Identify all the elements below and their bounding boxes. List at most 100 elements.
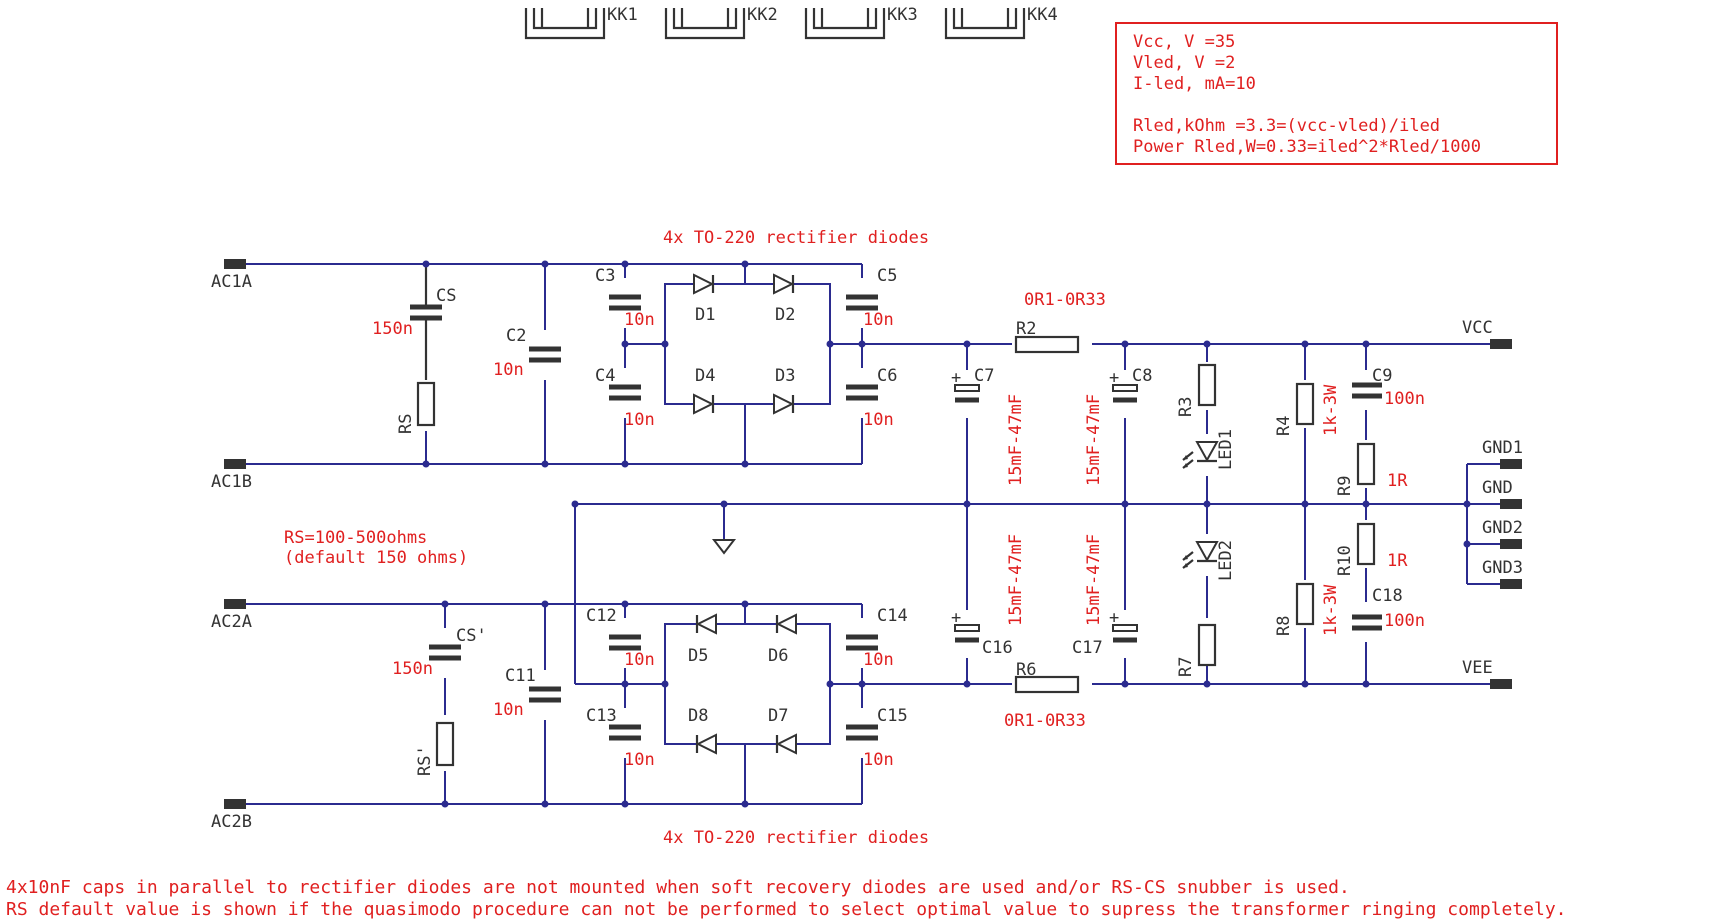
title-top-bridge: 4x TO-220 rectifier diodes <box>663 228 929 248</box>
capacitor-c11 <box>529 686 561 703</box>
label-r8: R8 <box>1274 616 1294 636</box>
label-led2: LED2 <box>1216 540 1236 581</box>
resistor-r7 <box>1197 623 1217 667</box>
label-cs-prime: CS' <box>456 626 487 646</box>
value-c18: 100n <box>1384 611 1425 631</box>
led-led2 <box>1182 541 1219 569</box>
label-kk1: KK1 <box>607 5 638 25</box>
param-line-3: I-led, mA=10 <box>1133 74 1256 94</box>
label-c16: C16 <box>982 638 1013 658</box>
note-rs-default: (default 150 ohms) <box>284 548 468 568</box>
value-r4: 1k-3W <box>1321 384 1341 436</box>
electrolytic-capacitor-c7: + <box>951 368 980 403</box>
connector-vcc: VCC <box>1462 318 1493 338</box>
label-r2: R2 <box>1016 319 1036 339</box>
connector-vee: VEE <box>1462 658 1493 678</box>
label-d2: D2 <box>775 305 795 325</box>
parameter-box <box>1115 22 1558 165</box>
junction-dots <box>422 260 1471 808</box>
resistor-r2 <box>1014 335 1080 354</box>
svg-text:+: + <box>951 608 961 628</box>
label-d7: D7 <box>768 706 788 726</box>
label-r4: R4 <box>1274 416 1294 436</box>
label-c7: C7 <box>974 366 994 386</box>
capacitor-c9 <box>1352 382 1382 399</box>
label-rs-prime: RS' <box>415 745 435 776</box>
label-cs: CS <box>436 286 456 306</box>
capacitor-cs <box>410 264 442 380</box>
capacitor-c13 <box>609 724 641 741</box>
value-c8: 15mF-47mF <box>1084 394 1104 486</box>
capacitor-c14 <box>846 634 878 651</box>
resistor-r4 <box>1295 382 1315 426</box>
capacitor-c12 <box>609 634 641 651</box>
value-c6: 10n <box>863 410 894 430</box>
label-c8: C8 <box>1132 366 1152 386</box>
param-line-4: Rled,kOhm =3.3=(vcc-vled)/iled <box>1133 116 1440 136</box>
label-c9: C9 <box>1372 366 1392 386</box>
diode-d1 <box>693 273 715 295</box>
value-c17: 15mF-47mF <box>1084 534 1104 626</box>
connector-gnd1: GND1 <box>1482 438 1523 458</box>
value-r10: 1R <box>1387 551 1408 571</box>
capacitors: + + + + <box>410 264 1382 741</box>
value-cs: 150n <box>372 319 413 339</box>
capacitor-c3 <box>609 294 641 311</box>
value-c11: 10n <box>493 700 524 720</box>
resistors <box>416 335 1376 767</box>
label-kk2: KK2 <box>747 5 778 25</box>
label-kk3: KK3 <box>887 5 918 25</box>
resistor-r6 <box>1014 675 1080 694</box>
value-r2: 0R1-0R33 <box>1024 290 1106 310</box>
value-c9: 100n <box>1384 389 1425 409</box>
diode-d7 <box>775 733 797 755</box>
label-r10: R10 <box>1335 545 1355 576</box>
resistor-rs-prime <box>435 721 455 767</box>
label-d8: D8 <box>688 706 708 726</box>
value-c3: 10n <box>624 310 655 330</box>
param-line-5: Power Rled,W=0.33=iled^2*Rled/1000 <box>1133 137 1481 157</box>
diode-d3 <box>773 393 795 415</box>
label-c15: C15 <box>877 706 908 726</box>
connector-ac2b: AC2B <box>211 812 252 832</box>
electrolytic-capacitor-c8: + <box>1109 368 1138 403</box>
capacitor-c18 <box>1352 614 1382 631</box>
label-kk4: KK4 <box>1027 5 1058 25</box>
label-r9: R9 <box>1335 476 1355 496</box>
diodes <box>693 273 1219 755</box>
value-c5: 10n <box>863 310 894 330</box>
diode-d6 <box>775 613 797 635</box>
electrolytic-capacitor-c16: + <box>951 608 980 643</box>
label-d1: D1 <box>695 305 715 325</box>
connector-gnd3: GND3 <box>1482 558 1523 578</box>
resistor-rs <box>416 381 436 427</box>
label-d4: D4 <box>695 366 715 386</box>
label-c2: C2 <box>506 326 526 346</box>
capacitor-c15 <box>846 724 878 741</box>
label-c12: C12 <box>586 606 617 626</box>
value-cs-prime: 150n <box>392 659 433 679</box>
value-c14: 10n <box>863 650 894 670</box>
param-line-2: Vled, V =2 <box>1133 53 1235 73</box>
label-c3: C3 <box>595 266 615 286</box>
label-c11: C11 <box>505 666 536 686</box>
param-line-1: Vcc, V =35 <box>1133 32 1235 52</box>
label-r7: R7 <box>1176 657 1196 677</box>
note-rs-range: RS=100-500ohms <box>284 528 427 548</box>
diode-d4 <box>693 393 715 415</box>
connector-pads <box>224 259 1522 809</box>
led-led1 <box>1182 441 1219 469</box>
capacitor-cs-prime <box>429 644 461 661</box>
resistor-r8 <box>1295 582 1315 626</box>
title-bottom-bridge: 4x TO-220 rectifier diodes <box>663 828 929 848</box>
resistor-r10 <box>1356 522 1376 566</box>
capacitor-c5 <box>846 294 878 311</box>
label-d5: D5 <box>688 646 708 666</box>
capacitor-c6 <box>846 384 878 401</box>
value-c16: 15mF-47mF <box>1006 534 1026 626</box>
label-c5: C5 <box>877 266 897 286</box>
label-c14: C14 <box>877 606 908 626</box>
diode-d2 <box>773 273 795 295</box>
capacitor-c2 <box>529 346 561 363</box>
